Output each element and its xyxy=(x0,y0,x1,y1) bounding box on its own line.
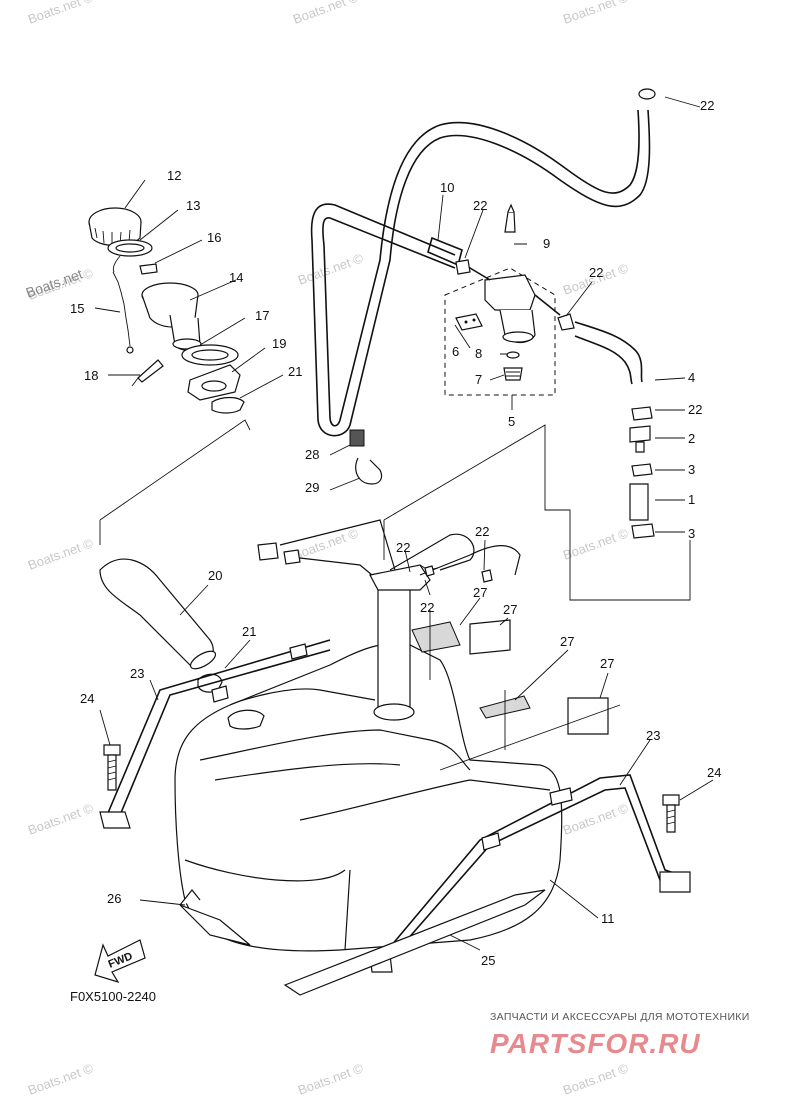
bolts xyxy=(103,744,680,833)
fuel-tank xyxy=(174,519,563,952)
fwd-arrow-icon: FWD xyxy=(94,939,146,984)
callout-16: 16 xyxy=(207,230,221,245)
watermark: Boats.net © xyxy=(26,800,96,838)
callout-21-bottom: 21 xyxy=(242,624,256,639)
callout-22-top: 22 xyxy=(700,98,714,113)
fuel-cap-assembly xyxy=(88,207,245,414)
callout-6: 6 xyxy=(452,344,459,359)
watermark: Boats.net © xyxy=(26,0,96,27)
callout-4: 4 xyxy=(688,370,695,385)
fuel-filter-assembly xyxy=(444,203,575,396)
callout-11: 11 xyxy=(601,911,615,926)
callout-22-right: 22 xyxy=(688,402,702,417)
watermark: Boats.net © xyxy=(26,1060,96,1098)
callout-23-left: 23 xyxy=(130,666,144,681)
watermark: Boats.net © xyxy=(296,1060,366,1098)
callout-19: 19 xyxy=(272,336,286,351)
filler-hose xyxy=(99,419,251,693)
brand-watermark: ЗАПЧАСТИ И АКСЕССУАРЫ ДЛЯ МОТОТЕХНИКИ PA… xyxy=(490,1011,750,1059)
callout-15: 15 xyxy=(70,301,84,316)
watermark: Boats.net © xyxy=(561,525,631,563)
callouts: 12 13 16 14 15 17 19 18 21 10 22 9 22 6 … xyxy=(70,98,721,968)
callout-22-filter-right: 22 xyxy=(589,265,603,280)
watermark: Boats.net © xyxy=(291,0,361,27)
callout-25: 25 xyxy=(481,953,495,968)
callout-22-tank-left: 22 xyxy=(396,540,410,555)
callout-2: 2 xyxy=(688,431,695,446)
tank-straps xyxy=(99,639,691,973)
callout-3-upper: 3 xyxy=(688,462,695,477)
brand-tagline: ЗАПЧАСТИ И АКСЕССУАРЫ ДЛЯ МОТОТЕХНИКИ xyxy=(490,1011,750,1023)
callout-13: 13 xyxy=(186,198,200,213)
hose-clip xyxy=(349,429,383,485)
callout-1: 1 xyxy=(688,492,695,507)
callout-27-d: 27 xyxy=(600,656,614,671)
watermark: Boats.net © xyxy=(296,250,366,288)
callout-23-right: 23 xyxy=(646,728,660,743)
bottom-plates xyxy=(179,889,546,996)
tank-pads xyxy=(411,619,609,735)
callout-29: 29 xyxy=(305,480,319,495)
callout-5: 5 xyxy=(508,414,515,429)
diagram-code: F0X5100-2240 xyxy=(70,989,156,1004)
callout-9: 9 xyxy=(543,236,550,251)
callout-27-b: 27 xyxy=(503,602,517,617)
callout-26: 26 xyxy=(107,891,121,906)
callout-27-a: 27 xyxy=(473,585,487,600)
callout-22-tank-bottom: 22 xyxy=(420,600,434,615)
callout-27-c: 27 xyxy=(560,634,574,649)
leader-lines xyxy=(94,96,714,951)
callout-7: 7 xyxy=(475,372,482,387)
watermark: Boats.net © xyxy=(561,1060,631,1098)
callout-17: 17 xyxy=(255,308,269,323)
watermark: Boats.net © xyxy=(561,0,631,27)
right-fuel-line xyxy=(574,88,656,539)
callout-21-top: 21 xyxy=(288,364,302,379)
brand-logo: PARTSFOR.RU xyxy=(490,1028,701,1059)
watermark: Boats.net © xyxy=(291,525,361,563)
watermark: Boats.net © xyxy=(26,535,96,573)
callout-20: 20 xyxy=(208,568,222,583)
callout-12: 12 xyxy=(167,168,181,183)
callout-18: 18 xyxy=(84,368,98,383)
callout-24-left: 24 xyxy=(80,691,94,706)
callout-10: 10 xyxy=(440,180,454,195)
callout-22-tank-right: 22 xyxy=(475,524,489,539)
watermark-prominent: Boats.net xyxy=(24,266,85,301)
callout-28: 28 xyxy=(305,447,319,462)
callout-8: 8 xyxy=(475,346,482,361)
callout-22-filter-left: 22 xyxy=(473,198,487,213)
callout-3-lower: 3 xyxy=(688,526,695,541)
callout-14: 14 xyxy=(229,270,243,285)
callout-24-right: 24 xyxy=(707,765,721,780)
